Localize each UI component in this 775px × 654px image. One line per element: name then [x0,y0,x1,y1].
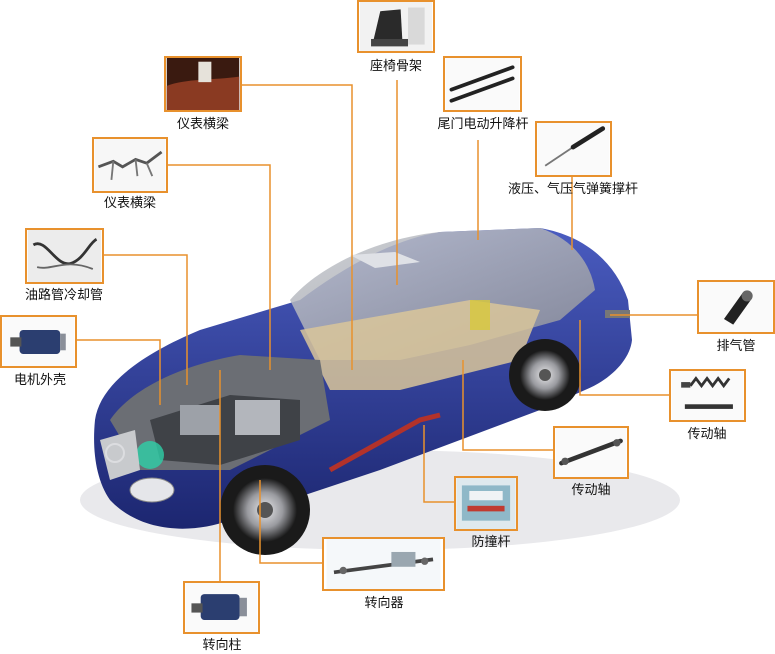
steering-gear-icon [326,539,441,589]
steering-column-label: 转向柱 [202,638,242,653]
dashboard-beam-2-label: 仪表横梁 [103,196,157,211]
oil-cooling-pipe-thumb [25,228,104,284]
bumper-icon [456,478,516,529]
steering-gear-label: 转向器 [364,596,404,611]
dashboard-beam-1-label: 仪表横梁 [176,117,230,132]
exhaust-icon [699,282,773,332]
tailgate-strut-label: 尾门电动升降杆 [437,117,529,132]
drive-shaft-2-thumb [553,426,629,479]
pipe-icon [27,230,102,282]
seat-frame-thumb [357,0,435,53]
bumper-bar-label: 防撞杆 [471,535,511,550]
exhaust-pipe-label: 排气管 [716,339,756,354]
shock-absorber-icon [671,371,744,420]
steering-gear-thumb [322,537,445,591]
seat-frame-label: 座椅骨架 [369,59,423,74]
bumper-bar-thumb [454,476,518,531]
motor-housing-thumb [0,315,77,368]
motor-housing-label: 电机外壳 [13,373,67,388]
drive-shaft-icon [555,428,627,477]
drive-shaft-2-label: 传动轴 [571,483,611,498]
exhaust-pipe-thumb [697,280,775,334]
dashboard-beam-1-thumb [164,56,242,112]
dashboard-icon [166,58,240,110]
oil-cooling-pipe-label: 油路管冷却管 [24,288,104,303]
gas-spring-icon [537,123,610,175]
motor-icon [2,317,75,366]
steering-column-icon [185,583,258,632]
dashboard-beam-2-thumb [92,137,168,193]
strut-rods-icon [445,58,520,110]
cross-beam-icon [94,139,166,191]
gas-spring-thumb [535,121,612,177]
gas-spring-label: 液压、气压气弹簧撑杆 [507,182,639,197]
drive-shaft-1-label: 传动轴 [687,427,727,442]
drive-shaft-1-thumb [669,369,746,422]
tailgate-strut-thumb [443,56,522,112]
steering-column-thumb [183,581,260,634]
seat-frame-icon [359,2,433,51]
